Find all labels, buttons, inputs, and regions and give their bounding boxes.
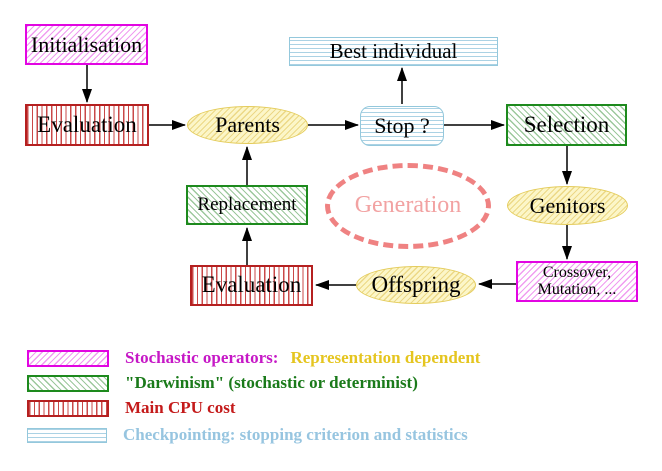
node-best-individual: Best individual bbox=[289, 37, 498, 66]
node-genitors: Genitors bbox=[507, 186, 628, 225]
node-stop: Stop ? bbox=[360, 106, 444, 146]
legend-label-representation-dependent: Representation dependent bbox=[290, 348, 481, 367]
legend-label-checkpointing: Checkpointing: stopping criterion and st… bbox=[123, 425, 468, 444]
node-offspring: Offspring bbox=[356, 266, 476, 304]
node-parents: Parents bbox=[187, 106, 308, 144]
legend-swatch-green-hatch bbox=[27, 374, 109, 392]
crossover-label-line1: Crossover, bbox=[542, 263, 612, 281]
legend-label-darwinism: "Darwinism" (stochastic or determinist) bbox=[125, 373, 418, 392]
node-initialisation: Initialisation bbox=[25, 24, 148, 65]
legend-swatch-magenta-hatch bbox=[27, 349, 109, 367]
crossover-label-line2: Mutation, ... bbox=[537, 280, 617, 298]
legend-swatch-cyan-stripes bbox=[27, 427, 107, 443]
node-evaluation-bottom: Evaluation bbox=[190, 265, 313, 306]
legend-row-checkpointing: Checkpointing: stopping criterion and st… bbox=[27, 425, 468, 445]
legend-label-main-cpu-cost: Main CPU cost bbox=[125, 398, 236, 417]
legend-row-stochastic: Stochastic operators: Representation dep… bbox=[27, 348, 480, 368]
legend-label-stochastic-operators: Stochastic operators: bbox=[125, 348, 279, 367]
node-selection: Selection bbox=[506, 104, 627, 146]
legend-row-cpu-cost: Main CPU cost bbox=[27, 398, 235, 418]
legend-swatch-red-stripes bbox=[27, 399, 109, 417]
node-evaluation-top: Evaluation bbox=[25, 104, 149, 146]
node-crossover-mutation: Crossover, Mutation, ... bbox=[516, 261, 638, 302]
node-generation: Generation bbox=[325, 163, 491, 249]
node-replacement: Replacement bbox=[186, 185, 308, 225]
legend-row-darwinism: "Darwinism" (stochastic or determinist) bbox=[27, 373, 418, 393]
